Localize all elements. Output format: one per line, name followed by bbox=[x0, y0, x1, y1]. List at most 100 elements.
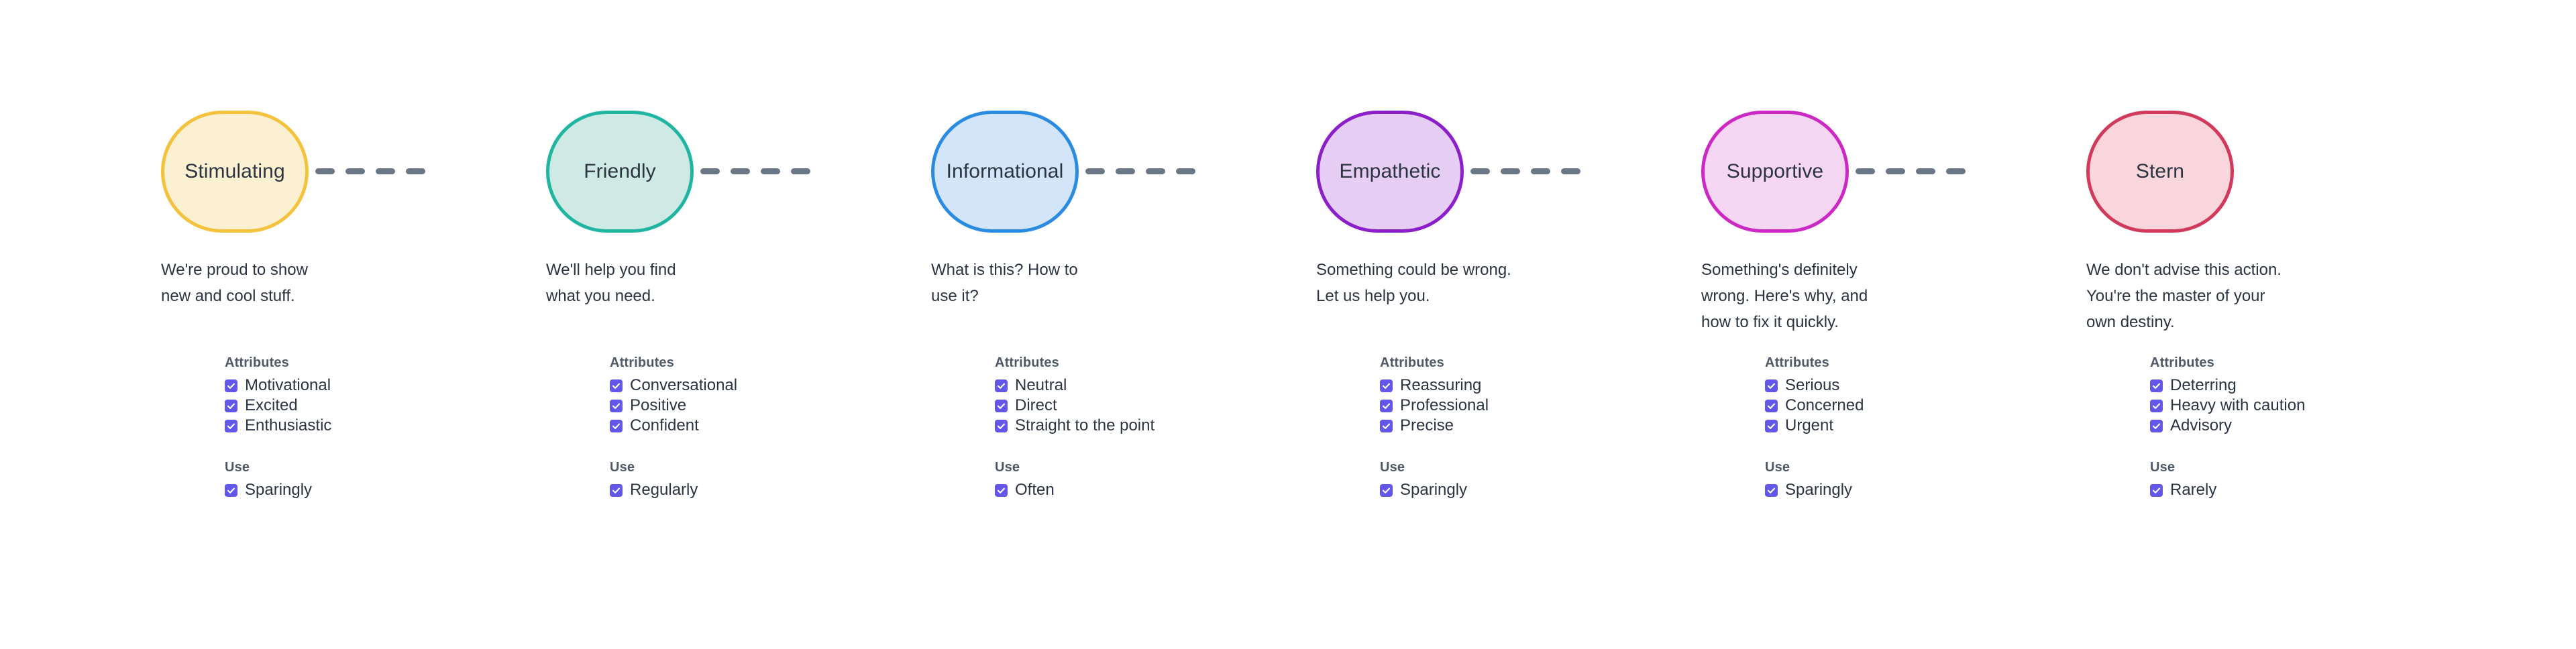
connector-dash bbox=[1946, 168, 1966, 174]
checkbox-row[interactable]: Heavy with caution bbox=[2150, 396, 2402, 416]
checkbox-row[interactable]: Enthusiastic bbox=[225, 416, 476, 436]
tone-description-line: We're proud to show bbox=[161, 261, 308, 279]
tone-pill-label: Stimulating bbox=[184, 160, 285, 182]
connector-dash bbox=[345, 168, 365, 174]
checkbox-row[interactable]: Rarely bbox=[2150, 480, 2402, 500]
checkbox-row[interactable]: Precise bbox=[1380, 416, 1631, 436]
checkbox-row[interactable]: Sparingly bbox=[1380, 480, 1631, 500]
tone-pill-empathetic[interactable]: Empathetic bbox=[1316, 111, 1464, 233]
checkbox-checked[interactable] bbox=[225, 399, 237, 412]
checkbox-checked[interactable] bbox=[2150, 379, 2163, 392]
checkbox-checked[interactable] bbox=[1765, 379, 1778, 392]
attributes-block-heading: Attributes bbox=[1380, 355, 1444, 370]
pill-row: Friendly bbox=[546, 111, 861, 233]
tone-pill-label: Supportive bbox=[1726, 160, 1824, 182]
checkbox-row[interactable]: Urgent bbox=[1765, 416, 2017, 436]
connector-dash bbox=[1470, 168, 1490, 174]
checkbox-checked[interactable] bbox=[1380, 379, 1393, 392]
tone-pill-stimulating[interactable]: Stimulating bbox=[161, 111, 309, 233]
checkbox-row[interactable]: Professional bbox=[1380, 396, 1631, 416]
checkbox-checked[interactable] bbox=[1765, 399, 1778, 412]
checkbox-label: Straight to the point bbox=[1015, 416, 1155, 434]
checkmark-icon bbox=[612, 403, 621, 409]
checkbox-row[interactable]: Excited bbox=[225, 396, 476, 416]
tone-pill-friendly[interactable]: Friendly bbox=[546, 111, 694, 233]
checkbox-checked[interactable] bbox=[225, 419, 237, 432]
checkbox-row[interactable]: Sparingly bbox=[225, 480, 476, 500]
checkbox-row[interactable]: Concerned bbox=[1765, 396, 2017, 416]
tone-pill-label: Stern bbox=[2135, 160, 2185, 182]
checkbox-checked[interactable] bbox=[225, 483, 237, 497]
checkbox-checked[interactable] bbox=[995, 483, 1008, 497]
checkbox-row[interactable]: Serious bbox=[1765, 375, 2017, 396]
checkbox-row[interactable]: Conversational bbox=[610, 375, 861, 396]
checkbox-row[interactable]: Sparingly bbox=[1765, 480, 2017, 500]
checkbox-label: Rarely bbox=[2170, 481, 2217, 499]
checkbox-checked[interactable] bbox=[995, 379, 1008, 392]
connector-dash bbox=[1856, 168, 1875, 174]
tone-pill-supportive[interactable]: Supportive bbox=[1701, 111, 1849, 233]
checkbox-label: Sparingly bbox=[245, 481, 313, 499]
tone-description-line: What is this? How to bbox=[931, 261, 1078, 279]
checkbox-checked[interactable] bbox=[2150, 399, 2163, 412]
checkbox-checked[interactable] bbox=[995, 419, 1008, 432]
checkbox-row[interactable]: Deterring bbox=[2150, 375, 2402, 396]
checkbox-row[interactable]: Often bbox=[995, 480, 1246, 500]
checkbox-checked[interactable] bbox=[995, 399, 1008, 412]
tone-pill-informational[interactable]: Informational bbox=[931, 111, 1079, 233]
connector-dash bbox=[761, 168, 780, 174]
checkbox-row[interactable]: Direct bbox=[995, 396, 1246, 416]
checkbox-row[interactable]: Motivational bbox=[225, 375, 476, 396]
checkbox-row[interactable]: Positive bbox=[610, 396, 861, 416]
attributes-block-heading: Attributes bbox=[2150, 355, 2214, 370]
checkmark-icon bbox=[2152, 383, 2161, 389]
checkmark-icon bbox=[1767, 383, 1776, 389]
checkbox-checked[interactable] bbox=[1380, 399, 1393, 412]
checkbox-row[interactable]: Neutral bbox=[995, 375, 1246, 396]
tone-description: We don't advise this action.You're the m… bbox=[2086, 257, 2355, 335]
checkbox-checked[interactable] bbox=[610, 419, 623, 432]
checkbox-checked[interactable] bbox=[2150, 483, 2163, 497]
checkmark-icon bbox=[1767, 487, 1776, 493]
connector-dash bbox=[700, 168, 720, 174]
tone-description-line: what you need. bbox=[546, 287, 655, 305]
connector-dash bbox=[1085, 168, 1105, 174]
connector-dash bbox=[1116, 168, 1135, 174]
pill-row: Informational bbox=[931, 111, 1246, 233]
checkbox-checked[interactable] bbox=[610, 483, 623, 497]
checkbox-row[interactable]: Confident bbox=[610, 416, 861, 436]
checkmark-icon bbox=[227, 403, 235, 409]
tone-description-line: Something could be wrong. bbox=[1316, 261, 1511, 279]
checkbox-checked[interactable] bbox=[1765, 483, 1778, 497]
checkbox-checked[interactable] bbox=[225, 379, 237, 392]
checkbox-label: Sparingly bbox=[1785, 481, 1853, 499]
checkbox-row[interactable]: Advisory bbox=[2150, 416, 2402, 436]
checkbox-row[interactable]: Reassuring bbox=[1380, 375, 1631, 396]
checkbox-checked[interactable] bbox=[1380, 483, 1393, 497]
tone-description: Something could be wrong.Let us help you… bbox=[1316, 257, 1585, 309]
checkmark-icon bbox=[227, 383, 235, 389]
checkbox-row[interactable]: Straight to the point bbox=[995, 416, 1246, 436]
tone-description-line: wrong. Here's why, and bbox=[1701, 287, 1868, 305]
checkbox-label: Urgent bbox=[1785, 416, 1834, 434]
tone-description-line: how to fix it quickly. bbox=[1701, 313, 1839, 331]
connector-dash bbox=[791, 168, 810, 174]
checkbox-checked[interactable] bbox=[2150, 419, 2163, 432]
checkmark-icon bbox=[997, 423, 1006, 429]
checkbox-checked[interactable] bbox=[610, 379, 623, 392]
connector-dash bbox=[1886, 168, 1905, 174]
tone-pill-stern[interactable]: Stern bbox=[2086, 111, 2234, 233]
dashed-line-icon bbox=[1470, 168, 1605, 174]
checkbox-label: Positive bbox=[630, 396, 687, 414]
checkbox-row[interactable]: Regularly bbox=[610, 480, 861, 500]
checkbox-checked[interactable] bbox=[1380, 419, 1393, 432]
connector-dash bbox=[1501, 168, 1520, 174]
checkbox-checked[interactable] bbox=[1765, 419, 1778, 432]
checkbox-checked[interactable] bbox=[610, 399, 623, 412]
